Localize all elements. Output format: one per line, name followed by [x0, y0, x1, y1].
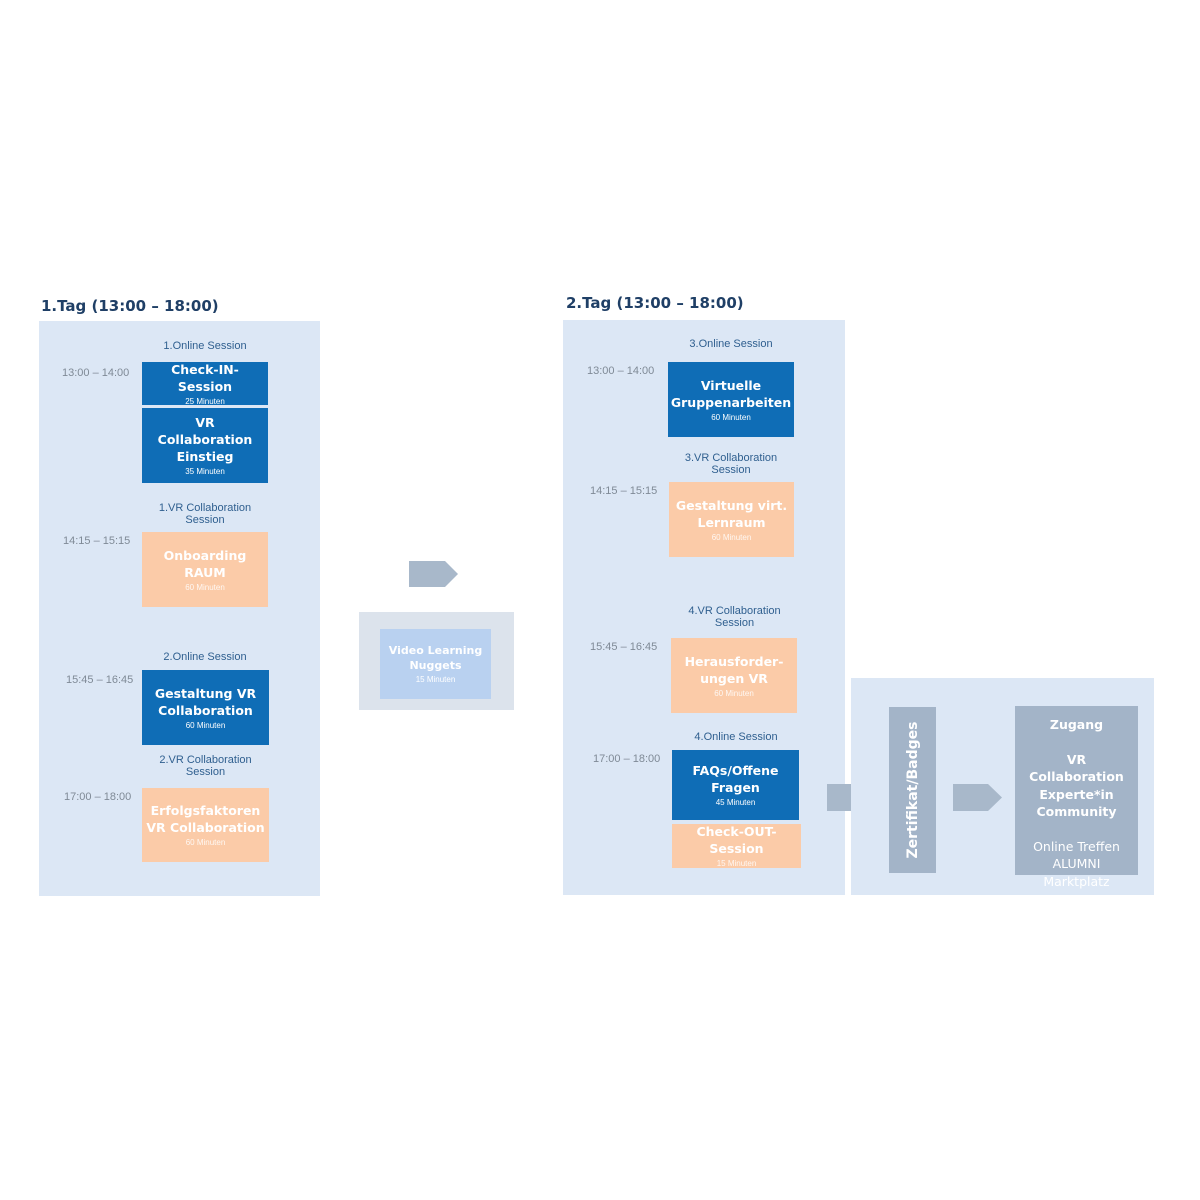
day1-session-label-2: 1.VR Collaboration Session — [158, 502, 252, 526]
onboarding-raum-box: Onboarding RAUM 60 Minuten — [142, 532, 268, 607]
vr-einstieg-title: VR Collaboration Einstieg — [157, 415, 253, 464]
virtuelle-gruppenarbeiten-box: Virtuelle Gruppenarbeiten 60 Minuten — [668, 362, 794, 437]
day2-session-label-3: 4.VR Collaboration Session — [688, 605, 781, 629]
herausforderungen-duration: 60 Minuten — [714, 688, 754, 698]
faqs-box: FAQs/Offene Fragen 45 Minuten — [672, 750, 799, 820]
video-nuggets-title: Video Learning Nuggets — [388, 644, 483, 672]
gruppenarbeiten-duration: 60 Minuten — [711, 412, 751, 422]
vr-einstieg-duration: 35 Minuten — [185, 467, 225, 476]
gestaltung-lernraum-box: Gestaltung virt. Lernraum 60 Minuten — [669, 482, 794, 557]
day1-time-4: 17:00 – 18:00 — [64, 791, 132, 803]
day1-time-1: 13:00 – 14:00 — [62, 367, 130, 379]
vr-einstieg-box: VR Collaboration Einstieg 35 Minuten — [142, 408, 268, 483]
certificate-label: Zertifikat/Badges — [904, 721, 921, 859]
day1-session-label-3: 2.Online Session — [163, 651, 247, 663]
access-line-1: Online Treffen — [1033, 838, 1120, 854]
day2-time-1: 13:00 – 14:00 — [587, 365, 655, 377]
certificate-badge-box: Zertifikat/Badges — [889, 707, 936, 873]
herausforderungen-title: Herausforder-ungen VR — [684, 653, 784, 686]
access-line-2: ALUMNI — [1052, 856, 1101, 871]
gestaltung-vr-duration: 60 Minuten — [185, 720, 226, 730]
access-title: VR Collaboration Experte*in Community — [1029, 751, 1124, 820]
gestaltung-vr-box: Gestaltung VR Collaboration 60 Minuten — [142, 670, 269, 745]
access-line-3: Marktplatz — [1043, 873, 1110, 889]
day2-session-label-4: 4.Online Session — [694, 731, 778, 743]
onboarding-duration: 60 Minuten — [185, 582, 225, 592]
video-nuggets-box: Video Learning Nuggets 15 Minuten — [380, 629, 491, 699]
faqs-duration: 45 Minuten — [715, 798, 756, 807]
day1-session-label-1: 1.Online Session — [163, 340, 247, 352]
faqs-title: FAQs/Offene Fragen — [692, 763, 779, 795]
day2-session-label-1: 3.Online Session — [689, 338, 773, 350]
lernraum-title: Gestaltung virt. Lernraum — [675, 497, 788, 530]
check-out-duration: 15 Minuten — [716, 859, 757, 868]
arrow-right-icon — [953, 784, 1003, 811]
video-nuggets-duration: 15 Minuten — [415, 675, 456, 684]
lernraum-duration: 60 Minuten — [711, 532, 752, 542]
day2-time-4: 17:00 – 18:00 — [593, 753, 661, 765]
community-access-box: Zugang VR Collaboration Experte*in Commu… — [1015, 706, 1138, 889]
erfolgsfaktoren-duration: 60 Minuten — [185, 838, 226, 847]
day2-time-2: 14:15 – 15:15 — [590, 485, 658, 497]
check-out-session-box: Check-OUT-Session 15 Minuten — [672, 824, 801, 868]
day2-session-label-2: 3.VR Collaboration Session — [684, 452, 778, 476]
erfolgsfaktoren-title: Erfolgsfaktoren VR Collaboration — [146, 803, 265, 835]
day1-title: 1.Tag (13:00 – 18:00) — [41, 297, 219, 315]
check-out-title: Check-OUT-Session — [696, 824, 777, 856]
day2-time-3: 15:45 – 16:45 — [590, 641, 658, 653]
arrow-right-icon — [409, 561, 459, 587]
onboarding-title: Onboarding RAUM — [163, 547, 247, 580]
day1-session-label-4: 2.VR Collaboration Session — [159, 754, 252, 778]
day1-time-2: 14:15 – 15:15 — [63, 535, 131, 547]
check-in-session-box: Check-IN-Session 25 Minuten — [142, 361, 268, 406]
gruppenarbeiten-title: Virtuelle Gruppenarbeiten — [670, 377, 792, 410]
herausforderungen-box: Herausforder-ungen VR 60 Minuten — [671, 638, 797, 713]
day2-title: 2.Tag (13:00 – 18:00) — [566, 294, 744, 312]
access-heading: Zugang — [1049, 717, 1104, 732]
erfolgsfaktoren-box: Erfolgsfaktoren VR Collaboration 60 Minu… — [142, 788, 269, 862]
check-in-title: Check-IN-Session — [171, 361, 239, 394]
day1-time-3: 15:45 – 16:45 — [66, 674, 134, 686]
gestaltung-vr-title: Gestaltung VR Collaboration — [154, 685, 257, 718]
check-in-duration: 25 Minuten — [185, 396, 225, 406]
